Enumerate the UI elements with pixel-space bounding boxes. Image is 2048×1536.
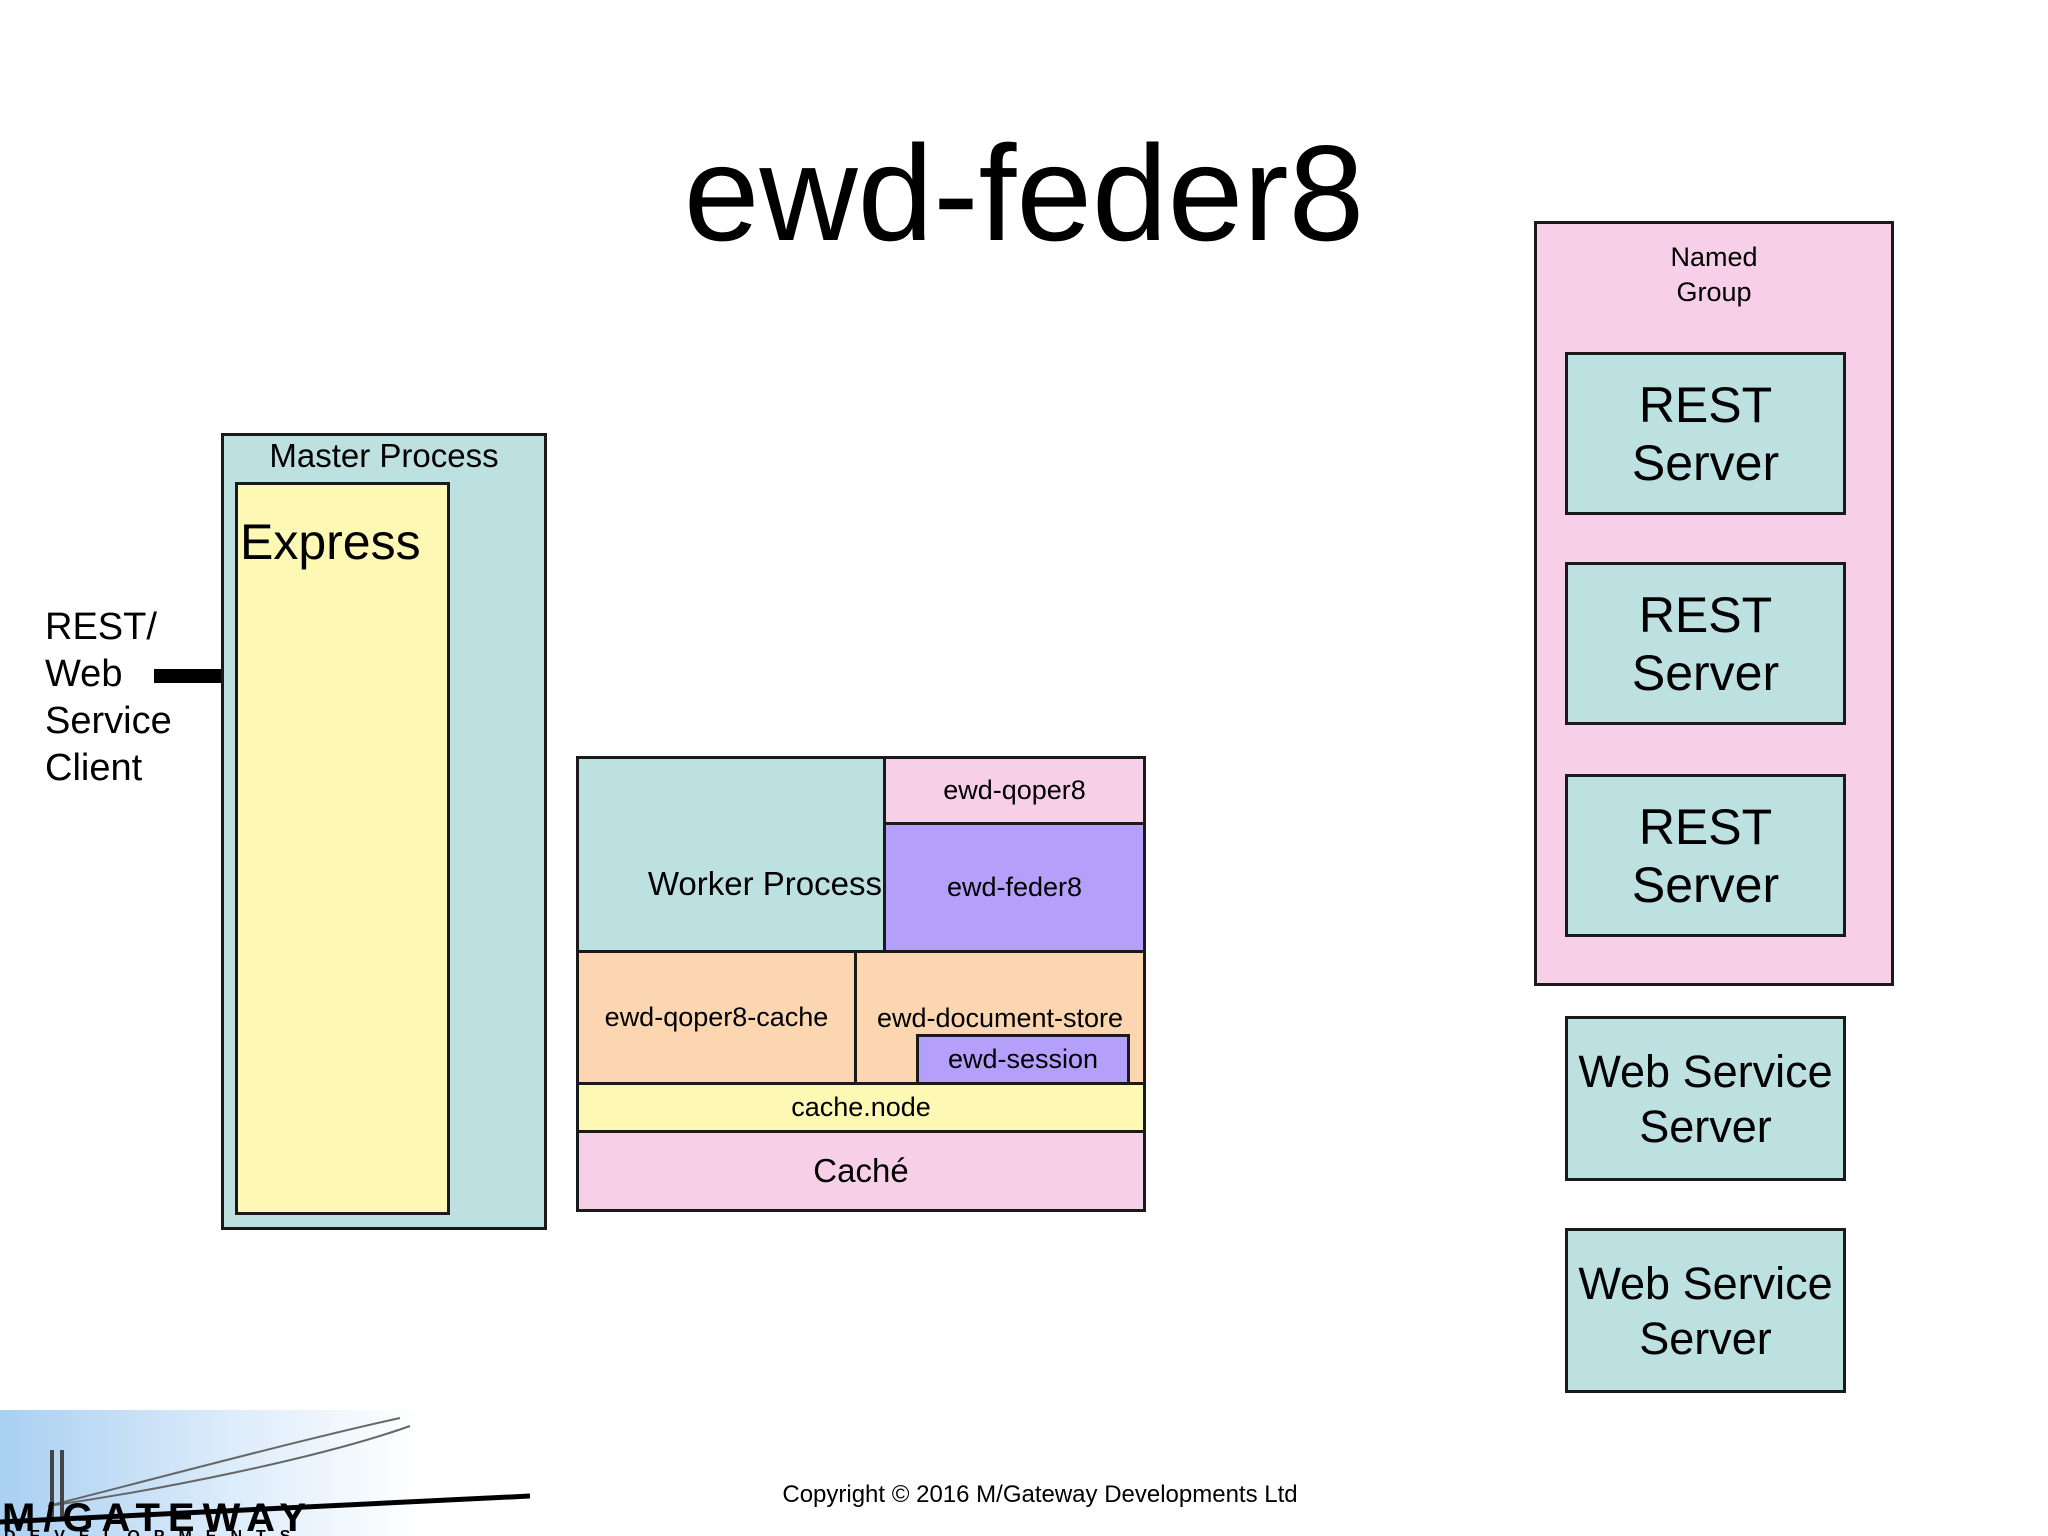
cache-node-layer: cache.node [576, 1082, 1146, 1133]
logo-text: M/GATEWAY [2, 1496, 314, 1536]
rest-server-box: REST Server [1565, 562, 1846, 725]
web-service-server-box: Web Service Server [1565, 1016, 1846, 1181]
ewd-document-store-label: ewd-document-store [876, 1003, 1124, 1033]
client-label-line: Client [45, 747, 143, 789]
rest-server-box: REST Server [1565, 352, 1846, 515]
client-label-line: REST/ [45, 606, 157, 648]
rest-server-label-line: REST [1638, 586, 1773, 643]
client-label-line: Web [45, 653, 123, 695]
rest-server-label-line: REST [1638, 798, 1773, 855]
named-group-label-line: Named [1670, 242, 1758, 272]
named-group-label: Named Group [1534, 240, 1894, 310]
rest-server-box: REST Server [1565, 774, 1846, 937]
master-process-label: Master Process [269, 437, 499, 474]
ewd-feder8-module: ewd-feder8 [883, 822, 1146, 953]
rest-server-label-line: Server [1631, 644, 1780, 701]
web-service-server-label-line: Server [1639, 1312, 1772, 1364]
express-box [235, 482, 450, 1215]
client-label-line: Service [45, 700, 172, 742]
copyright-notice: Copyright © 2016 M/Gateway Developments … [782, 1481, 1298, 1508]
rest-server-label-line: REST [1638, 376, 1773, 433]
diagram-title: ewd-feder8 [683, 117, 1365, 269]
ewd-qoper8-module: ewd-qoper8 [883, 756, 1146, 825]
rest-server-label-line: Server [1631, 434, 1780, 491]
company-logo: M/GATEWAY DEVELOPMENTS [0, 1410, 530, 1536]
worker-process-label: Worker Process [647, 865, 882, 902]
client-label: REST/ Web Service Client [45, 604, 225, 792]
named-group-label-line: Group [1676, 277, 1752, 307]
express-label: Express [240, 514, 421, 570]
web-service-server-label-line: Web Service [1578, 1257, 1833, 1309]
web-service-server-label-line: Web Service [1578, 1045, 1833, 1097]
worker-process-box [576, 756, 886, 953]
web-service-server-box: Web Service Server [1565, 1228, 1846, 1393]
cache-database-layer: Caché [576, 1130, 1146, 1212]
ewd-qoper8-cache-module: ewd-qoper8-cache [576, 950, 857, 1085]
ewd-session-module: ewd-session [916, 1034, 1130, 1085]
web-service-server-label-line: Server [1639, 1100, 1772, 1152]
rest-server-label-line: Server [1631, 856, 1780, 913]
logo-subtext: DEVELOPMENTS [4, 1528, 304, 1536]
